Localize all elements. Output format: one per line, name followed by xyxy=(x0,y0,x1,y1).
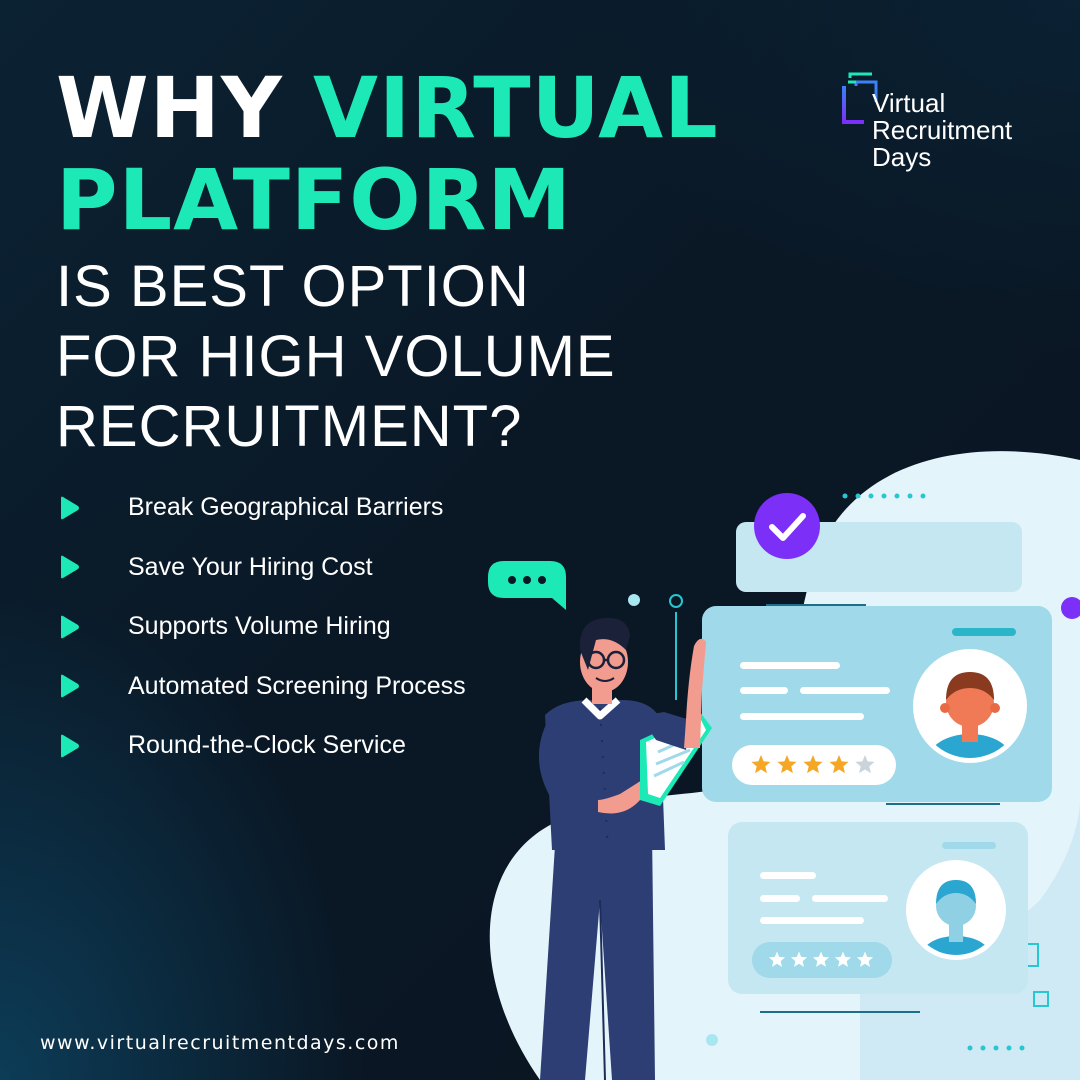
benefit-label: Break Geographical Barriers xyxy=(128,493,444,522)
benefit-item: Break Geographical Barriers xyxy=(56,478,443,538)
background-blob-back xyxy=(860,800,1080,1080)
rating-stars-top xyxy=(751,755,875,774)
bullet-play-icon xyxy=(61,615,79,639)
bullet-play-icon xyxy=(61,734,79,758)
bullet-play-icon xyxy=(61,555,79,579)
decor-square-small xyxy=(1033,991,1049,1007)
star-icon xyxy=(790,951,808,967)
star-icon xyxy=(834,951,852,967)
headline-line-1: WHY VIRTUAL xyxy=(56,62,719,154)
benefit-item: Save Your Hiring Cost xyxy=(56,538,373,598)
profile-card-bottom xyxy=(728,822,1028,994)
website-url[interactable]: www.virtualrecruitmentdays.com xyxy=(40,1032,400,1054)
rating-stars-bottom xyxy=(768,951,874,967)
headline: WHY VIRTUAL PLATFORM IS BEST OPTION FOR … xyxy=(56,62,719,462)
benefit-item: Round-the-Clock Service xyxy=(56,716,406,776)
benefit-item: Automated Screening Process xyxy=(56,657,466,717)
headline-line-3: IS BEST OPTION xyxy=(56,254,530,319)
headline-word-why: WHY xyxy=(56,59,283,157)
person-figure xyxy=(538,617,712,1080)
decor-dots xyxy=(842,493,1025,1051)
star-icon xyxy=(812,951,830,967)
benefit-label: Round-the-Clock Service xyxy=(128,731,406,760)
star-icon xyxy=(777,755,797,774)
star-icon xyxy=(803,755,823,774)
chat-bubble-icon xyxy=(488,561,566,610)
headline-word-virtual: VIRTUAL xyxy=(313,59,719,157)
bullet-play-icon xyxy=(61,674,79,698)
decor-circle-purple xyxy=(1061,597,1080,619)
brand-logo: Virtual Recruitment Days xyxy=(842,72,1052,182)
avatar-icon xyxy=(913,649,1027,763)
logo-icon xyxy=(842,72,878,124)
decor-ring xyxy=(669,594,683,608)
headline-line-5: RECRUITMENT? xyxy=(56,394,523,459)
star-icon xyxy=(751,755,771,774)
benefits-list: Break Geographical Barriers Save Your Hi… xyxy=(56,478,466,776)
brand-name-line-3: Days xyxy=(872,142,932,172)
star-icon xyxy=(829,755,849,774)
benefit-label: Save Your Hiring Cost xyxy=(128,552,373,581)
brand-name-line-1: Virtual xyxy=(872,88,946,118)
headline-line-4: FOR HIGH VOLUME xyxy=(56,324,616,389)
star-icon xyxy=(855,755,875,774)
check-icon xyxy=(754,493,820,559)
star-icon xyxy=(768,951,786,967)
star-icon xyxy=(856,951,874,967)
benefit-label: Supports Volume Hiring xyxy=(128,612,391,641)
decor-circle xyxy=(628,594,640,606)
avatar-icon xyxy=(906,860,1006,960)
bullet-play-icon xyxy=(61,496,79,520)
profile-card-top xyxy=(702,606,1052,802)
brand-name-line-2: Recruitment xyxy=(872,115,1013,145)
brand-name: Virtual Recruitment Days xyxy=(872,90,1012,171)
benefit-item: Supports Volume Hiring xyxy=(56,597,391,657)
headline-word-platform: PLATFORM xyxy=(56,151,572,249)
benefit-label: Automated Screening Process xyxy=(128,671,466,700)
